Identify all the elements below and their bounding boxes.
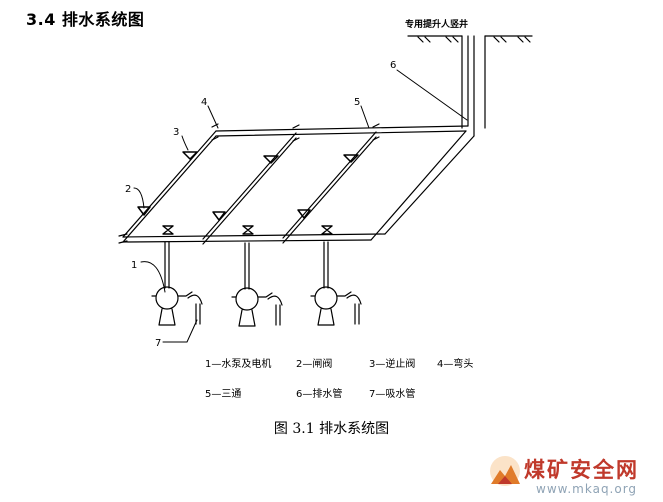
branch-pipes bbox=[122, 130, 377, 245]
main-pipe-upper bbox=[215, 125, 469, 137]
pump-unit-2 bbox=[231, 287, 283, 327]
shaft-label: 专用提升人竖井 bbox=[405, 18, 468, 30]
pump-unit-3 bbox=[310, 286, 362, 326]
ground-surface bbox=[407, 35, 533, 43]
legend-item: 2—闸阀 bbox=[296, 357, 332, 370]
legend: 1—水泵及电机 2—闸阀 3—逆止阀 4—弯头 5—三通 6—排水管 7—吸水管 bbox=[205, 357, 473, 400]
vertical-drain-pipe bbox=[384, 35, 475, 235]
pump-unit-1 bbox=[151, 286, 203, 326]
section-title: 3.4 排水系统图 bbox=[26, 10, 145, 29]
callout-1: 1 bbox=[131, 260, 137, 271]
legend-item: 3—逆止阀 bbox=[369, 357, 415, 370]
site-watermark: 煤矿安全网 www.mkaq.org bbox=[488, 452, 660, 500]
leader-lines bbox=[133, 69, 468, 343]
figure-caption: 图 3.1 排水系统图 bbox=[273, 421, 390, 437]
callout-6: 6 bbox=[390, 60, 396, 71]
riser-gate-valves bbox=[162, 225, 333, 235]
pipe-fittings bbox=[118, 123, 380, 244]
watermark-title: 煤矿安全网 bbox=[524, 457, 639, 482]
legend-item: 7—吸水管 bbox=[369, 387, 415, 400]
check-valves bbox=[182, 151, 359, 164]
shaft-walls bbox=[461, 35, 486, 129]
callout-5: 5 bbox=[354, 97, 360, 108]
legend-item: 5—三通 bbox=[205, 388, 241, 400]
callout-2: 2 bbox=[125, 184, 131, 195]
legend-item: 1—水泵及电机 bbox=[205, 357, 271, 370]
legend-item: 6—排水管 bbox=[296, 387, 342, 400]
callout-4: 4 bbox=[201, 97, 207, 108]
callout-7: 7 bbox=[155, 338, 161, 349]
pump-risers bbox=[164, 241, 329, 290]
main-pipe-lower bbox=[122, 130, 467, 243]
callout-3: 3 bbox=[173, 127, 179, 138]
legend-item: 4—弯头 bbox=[437, 357, 473, 370]
branch-gate-valves bbox=[137, 206, 311, 221]
mountain-logo-icon bbox=[490, 456, 520, 486]
suction-pipes bbox=[195, 303, 360, 326]
watermark-url: www.mkaq.org bbox=[536, 482, 638, 496]
